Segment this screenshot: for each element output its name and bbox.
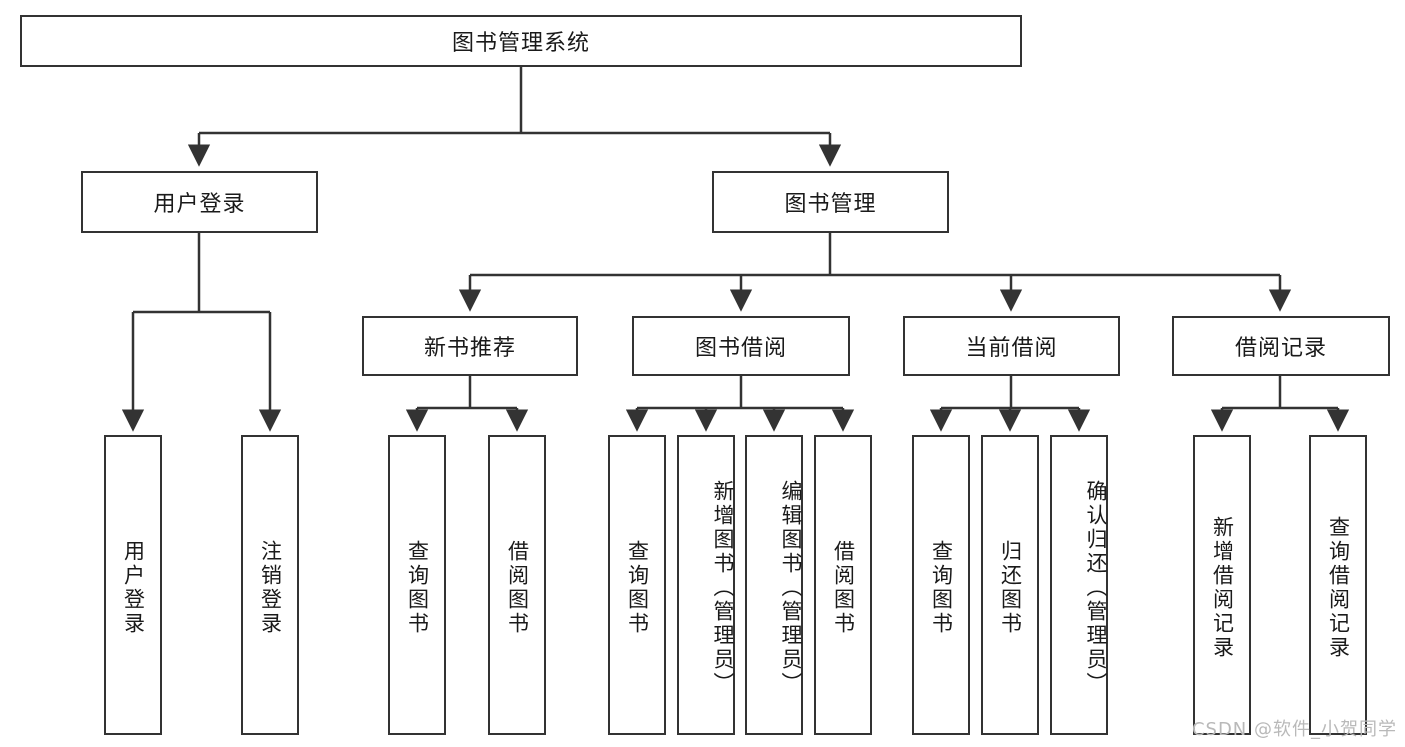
node-leaf-user-login-label: 用户登录 bbox=[121, 540, 146, 636]
node-leaf-logout[interactable]: 注销登录 bbox=[241, 435, 299, 735]
watermark: CSDN @软件_小贺同学 bbox=[1191, 719, 1397, 740]
node-leaf-confirm-return[interactable]: 确认归还（管理员） bbox=[1050, 435, 1108, 735]
node-leaf-borrow-book-1-label: 借阅图书 bbox=[505, 540, 530, 636]
node-leaf-query-record[interactable]: 查询借阅记录 bbox=[1309, 435, 1367, 735]
node-new-book-rec[interactable]: 新书推荐 bbox=[362, 316, 578, 376]
node-book-manage-label: 图书管理 bbox=[784, 192, 877, 217]
node-book-manage[interactable]: 图书管理 bbox=[712, 171, 949, 233]
node-leaf-add-book-label: 新增图书（管理员） bbox=[711, 480, 735, 696]
node-leaf-borrow-book-2-label: 借阅图书 bbox=[831, 540, 856, 636]
node-leaf-borrow-book-1[interactable]: 借阅图书 bbox=[488, 435, 546, 735]
node-leaf-query-book-3-label: 查询图书 bbox=[929, 540, 954, 636]
node-leaf-borrow-book-2[interactable]: 借阅图书 bbox=[814, 435, 872, 735]
node-leaf-user-login[interactable]: 用户登录 bbox=[104, 435, 162, 735]
node-current-borrow-label: 当前借阅 bbox=[965, 336, 1058, 361]
node-leaf-query-book-2[interactable]: 查询图书 bbox=[608, 435, 666, 735]
node-leaf-add-book[interactable]: 新增图书（管理员） bbox=[677, 435, 735, 735]
node-leaf-query-book-3[interactable]: 查询图书 bbox=[912, 435, 970, 735]
node-user-login-label: 用户登录 bbox=[153, 192, 246, 217]
node-leaf-add-record-label: 新增借阅记录 bbox=[1210, 516, 1235, 660]
node-leaf-query-book-2-label: 查询图书 bbox=[625, 540, 650, 636]
node-borrow-record-label: 借阅记录 bbox=[1234, 336, 1327, 361]
node-leaf-query-book-1[interactable]: 查询图书 bbox=[388, 435, 446, 735]
node-user-login[interactable]: 用户登录 bbox=[81, 171, 318, 233]
node-leaf-logout-label: 注销登录 bbox=[258, 540, 283, 636]
node-leaf-edit-book-label: 编辑图书（管理员） bbox=[779, 480, 803, 696]
node-book-borrow[interactable]: 图书借阅 bbox=[632, 316, 850, 376]
node-leaf-query-book-1-label: 查询图书 bbox=[405, 540, 430, 636]
node-root[interactable]: 图书管理系统 bbox=[20, 15, 1022, 67]
node-current-borrow[interactable]: 当前借阅 bbox=[903, 316, 1120, 376]
node-book-borrow-label: 图书借阅 bbox=[694, 336, 787, 361]
node-new-book-rec-label: 新书推荐 bbox=[423, 336, 516, 361]
node-leaf-add-record[interactable]: 新增借阅记录 bbox=[1193, 435, 1251, 735]
node-leaf-confirm-return-label: 确认归还（管理员） bbox=[1084, 480, 1108, 696]
node-borrow-record[interactable]: 借阅记录 bbox=[1172, 316, 1390, 376]
node-root-label: 图书管理系统 bbox=[451, 31, 590, 56]
node-leaf-return-book[interactable]: 归还图书 bbox=[981, 435, 1039, 735]
node-leaf-edit-book[interactable]: 编辑图书（管理员） bbox=[745, 435, 803, 735]
node-leaf-query-record-label: 查询借阅记录 bbox=[1326, 516, 1351, 660]
node-leaf-return-book-label: 归还图书 bbox=[998, 540, 1023, 636]
